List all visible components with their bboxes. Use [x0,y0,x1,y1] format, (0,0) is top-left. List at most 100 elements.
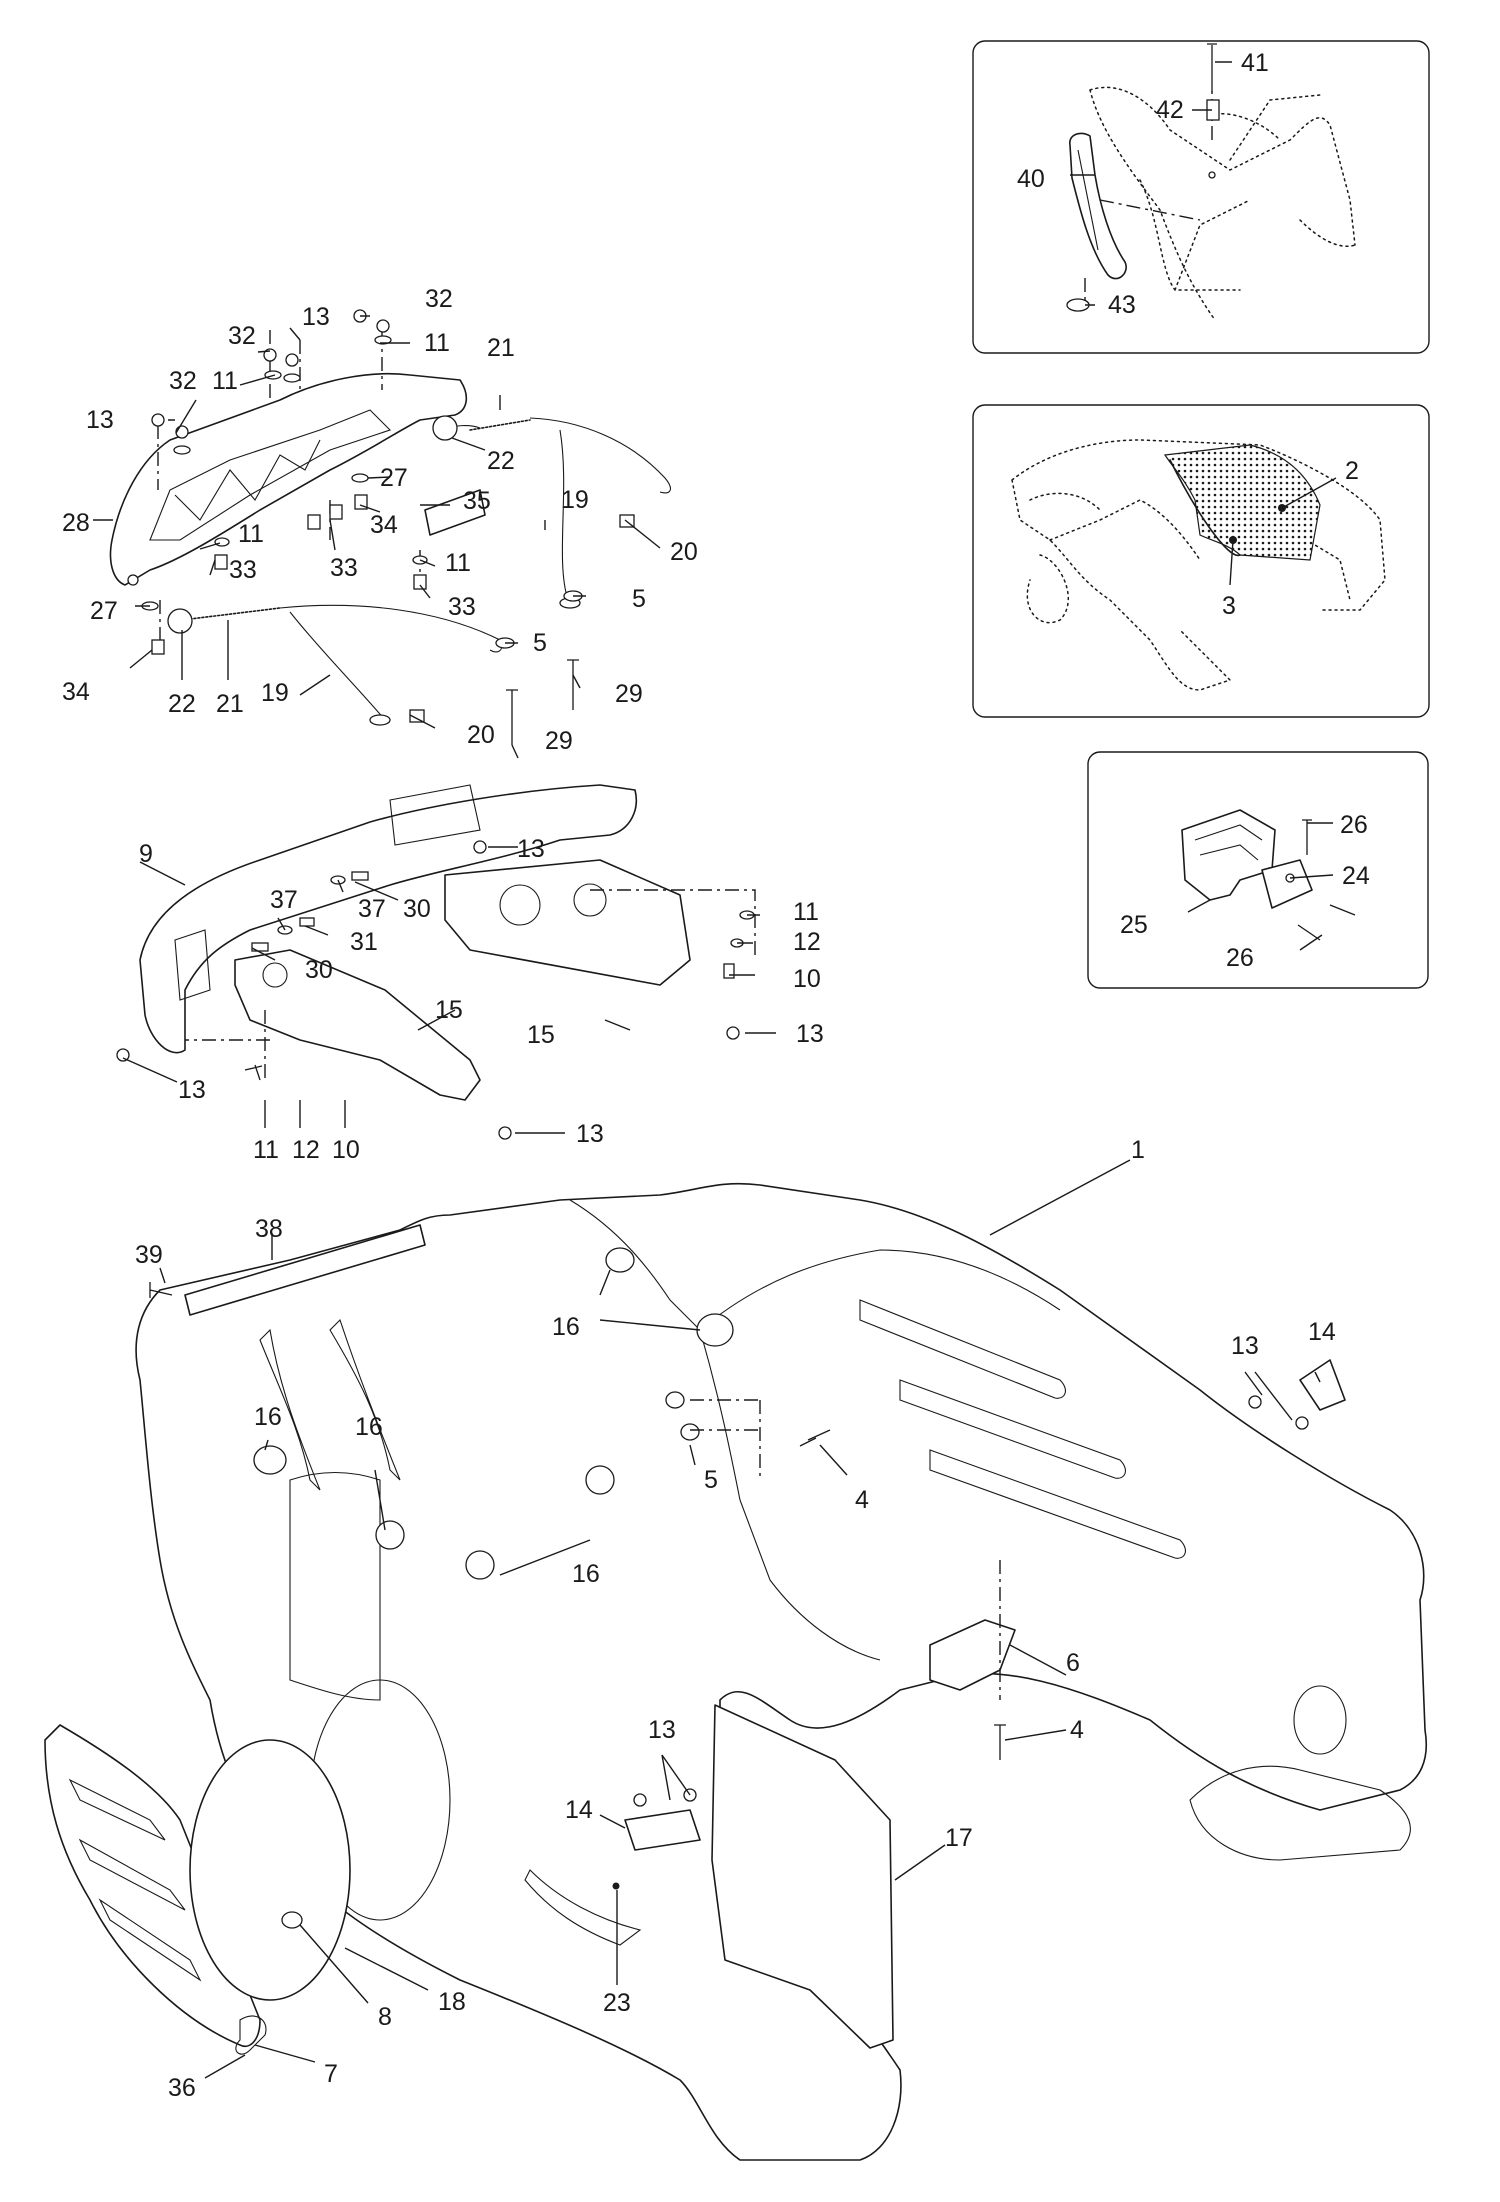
part-14-bracket [1299,1359,1346,1411]
callout-40: 40 [1017,165,1045,193]
callout-4: 4 [1070,1716,1084,1744]
callout-17: 17 [945,1824,973,1852]
part-15-bracket-left [234,949,481,1101]
callout-21: 21 [487,334,515,362]
part-4-rivet [799,1429,831,1447]
part-41-screw [1207,43,1217,92]
part-11-washer [173,445,191,455]
callout-22: 22 [168,690,196,718]
part-38-strip [184,1224,426,1316]
callout-5: 5 [704,1466,718,1494]
part-11-washer [283,373,301,383]
part-13-nut [1295,1416,1309,1430]
callout-11: 11 [253,1136,279,1164]
callout-labels: 41 42 40 43 2 3 26 24 25 26 13 32 32 11 … [62,49,1370,2102]
part-29-rivet [567,659,579,710]
callout-16: 16 [254,1403,282,1431]
callout-32: 32 [169,367,197,395]
part-13-nut [473,840,487,854]
callout-11: 11 [424,329,450,357]
part-30-bushing [251,942,269,952]
inset-frame [972,40,1430,354]
part-16-plug [605,1247,635,1273]
callout-20: 20 [467,721,495,749]
part-19-cable-top [529,417,671,601]
cable-loop [369,714,391,726]
callout-33: 33 [448,593,476,621]
part-16-plug [253,1445,287,1475]
part-26-rivet-top [1302,819,1312,855]
part-8-grommet [281,1911,303,1929]
callout-38: 38 [255,1215,283,1243]
part-33-bolt [214,554,228,570]
callout-24: 24 [1342,862,1370,890]
part-13-nut [726,1026,740,1040]
bumper-centerlines [185,889,756,1080]
callout-leaders [93,61,1337,2079]
frame-lattice [149,409,392,541]
callout-5: 5 [533,629,547,657]
part-16-plug [696,1313,734,1347]
inset-mesh-panel [972,404,1430,718]
part-16-plug [465,1550,495,1580]
callout-42: 42 [1156,96,1184,124]
part-31-bolt [299,917,315,927]
body-inner-edges [569,1199,1061,1661]
part-14-bracket [624,1809,701,1851]
part-13-nut [116,1048,130,1062]
inset-bracket [1087,751,1429,989]
bracket-hole [573,883,607,917]
callout-13: 13 [576,1120,604,1148]
screw-hole [1208,171,1216,179]
callout-10: 10 [332,1136,360,1164]
callout-12: 12 [292,1136,320,1164]
callout-13: 13 [178,1076,206,1104]
body-slot [524,1869,642,1946]
part-22-ring-bottom [167,608,193,634]
callout-2: 2 [1345,457,1359,485]
callout-22: 22 [487,447,515,475]
callout-7: 7 [324,2060,338,2088]
housing-edge-dotted [1229,94,1356,247]
callout-13: 13 [302,303,330,331]
part-29-rivet [506,689,518,745]
cover-louvers [68,1778,202,1982]
callout-13: 13 [796,1020,824,1048]
callout-11: 11 [445,549,471,577]
callout-6: 6 [1066,1649,1080,1677]
callout-13: 13 [1231,1332,1259,1360]
part-33-bolt [329,504,343,520]
callout-37: 37 [270,886,298,914]
part-35-bracket [424,489,486,536]
part-17-plate [711,1704,894,2049]
body-boss [1293,1685,1347,1755]
assembly-centerlines [157,330,421,640]
body-louvers-right [859,1299,1186,1559]
part-11-washer [374,335,392,345]
part-40-handle [1069,132,1127,280]
callout-3: 3 [1222,592,1236,620]
callout-35: 35 [463,487,491,515]
part-33-bolt [413,574,427,590]
part-32-nut [285,353,299,367]
callout-1: 1 [1131,1136,1145,1164]
body-centerlines [690,1399,1001,1700]
callout-10: 10 [793,965,821,993]
part-5-washer [680,1423,700,1441]
callout-5: 5 [632,585,646,613]
callout-31: 31 [350,928,378,956]
bracket-hole [499,884,541,926]
inset-handle-detail [972,40,1430,354]
part-32-nut [175,425,189,439]
part-13-nut [633,1793,647,1807]
housing-outline-dotted [1089,86,1356,321]
callout-39: 39 [135,1241,163,1269]
callout-26: 26 [1340,811,1368,839]
part-21-spring-bottom [181,607,281,621]
part-36-clip [235,2015,267,2055]
callout-14: 14 [1308,1318,1336,1346]
part-18-disc [189,1739,351,2001]
callout-18: 18 [438,1988,466,2016]
callout-15: 15 [527,1021,555,1049]
